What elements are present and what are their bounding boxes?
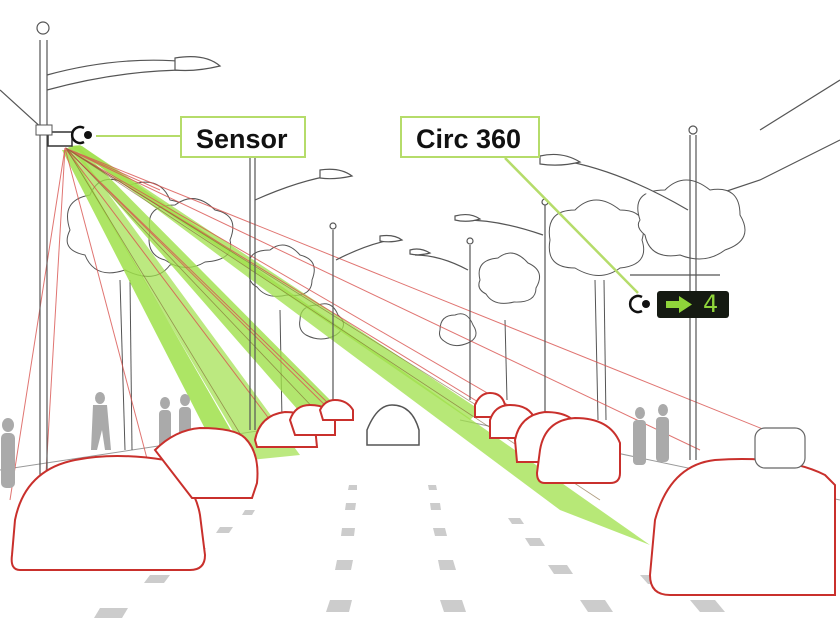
beam-green — [62, 150, 245, 458]
available-spaces-count: 4 — [703, 290, 719, 318]
circ360-label: Circ 360 — [400, 116, 540, 158]
car — [648, 458, 836, 596]
beam-green — [68, 146, 340, 418]
circ-leader-line — [504, 157, 639, 294]
car — [153, 426, 259, 499]
parking-availability-sign: 4 — [657, 291, 729, 318]
car — [535, 416, 621, 484]
sensor-beams — [9, 145, 791, 545]
beam-green — [72, 146, 650, 545]
car — [318, 398, 354, 421]
parked-cars — [10, 391, 836, 596]
lane-markings — [94, 485, 725, 618]
sensor-label: Sensor — [180, 116, 306, 158]
sensor-device — [35, 124, 73, 147]
road — [0, 419, 840, 618]
circ360-icon — [628, 294, 650, 314]
sensor-icon — [70, 125, 92, 145]
arrow-right-icon — [666, 296, 692, 313]
moving-car — [366, 404, 420, 446]
bus-shelter — [754, 427, 806, 469]
